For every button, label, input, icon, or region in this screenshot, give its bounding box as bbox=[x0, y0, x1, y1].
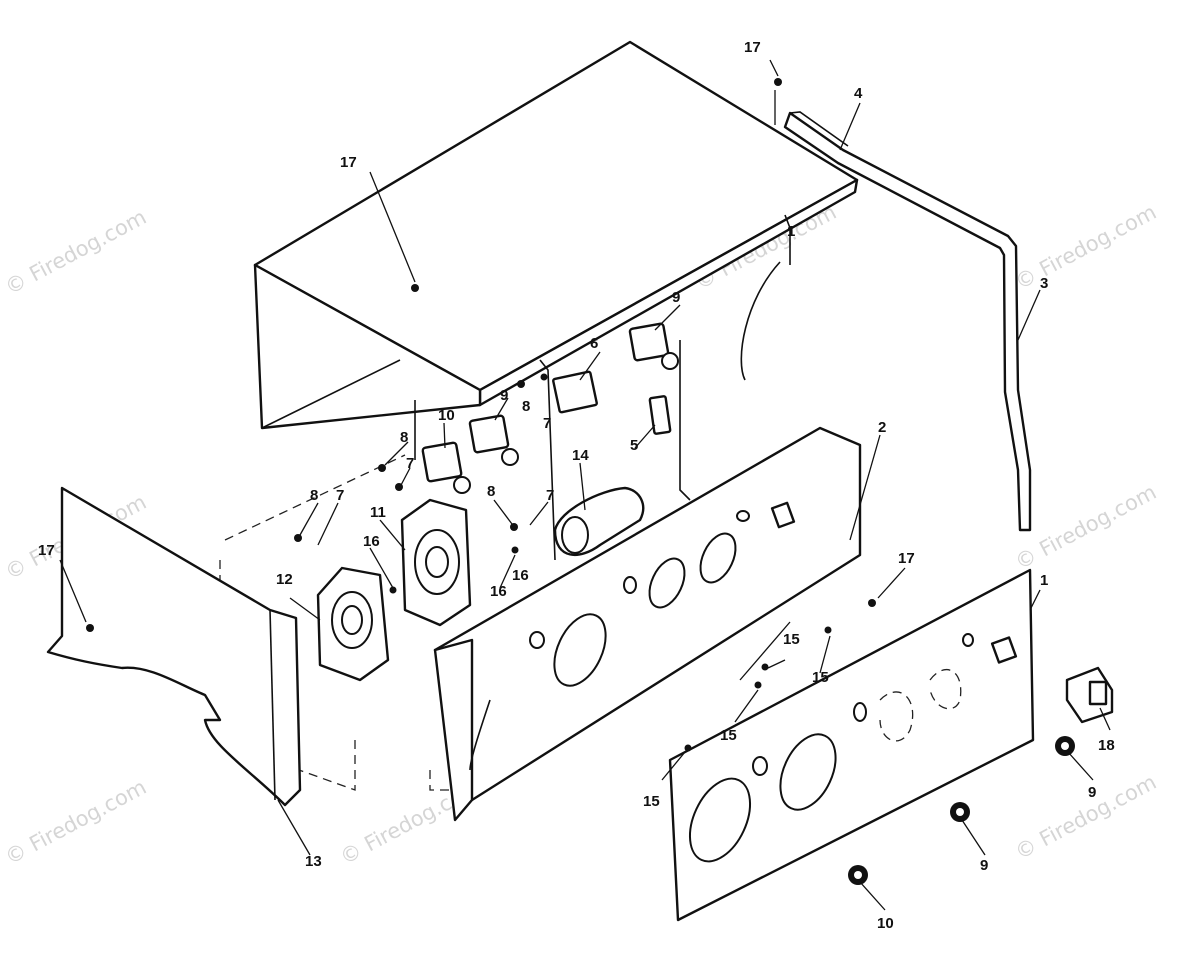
watermark-text: © Firedog.com bbox=[1, 775, 150, 870]
callout-label: 8 bbox=[487, 483, 495, 500]
callout-label: 4 bbox=[854, 85, 863, 102]
callout-label: 9 bbox=[980, 857, 988, 874]
callout-label: 7 bbox=[336, 487, 344, 504]
watermark-text: © Firedog.com bbox=[1, 205, 150, 300]
callout-label: 11 bbox=[370, 504, 386, 521]
callout-label: 8 bbox=[522, 398, 530, 415]
callout-label: 16 bbox=[512, 567, 529, 584]
callout-label: 10 bbox=[438, 407, 455, 424]
callout-label: 17 bbox=[898, 550, 915, 567]
callout-label: 14 bbox=[572, 447, 589, 464]
front-frame-panel bbox=[433, 426, 862, 822]
callout-label: 15 bbox=[643, 793, 660, 810]
left-side-panel bbox=[46, 486, 302, 807]
callout-label: 6 bbox=[590, 335, 598, 352]
watermark-text: © Firedog.com bbox=[1011, 480, 1160, 575]
callout-label: 15 bbox=[812, 669, 829, 686]
callout-label: 15 bbox=[720, 727, 737, 744]
callout-label: 8 bbox=[310, 487, 318, 504]
callout-label: 2 bbox=[878, 419, 886, 436]
callout-label: 1 bbox=[1040, 572, 1048, 589]
callout-label: 7 bbox=[543, 415, 551, 432]
callout-label: 5 bbox=[630, 437, 638, 454]
callout-label: 9 bbox=[1088, 784, 1096, 801]
callout-label: 18 bbox=[1098, 737, 1115, 754]
callout-label: 13 bbox=[305, 853, 322, 870]
fasteners bbox=[86, 78, 876, 752]
watermark-text: © Firedog.com bbox=[1011, 200, 1160, 295]
callout-label: 7 bbox=[546, 487, 554, 504]
callout-label: 17 bbox=[744, 39, 761, 56]
electrical-components bbox=[316, 322, 1114, 885]
callout-label: 8 bbox=[400, 429, 408, 446]
top-cover bbox=[253, 40, 859, 430]
callout-label: 15 bbox=[783, 631, 800, 648]
callout-label: 1 bbox=[787, 223, 795, 240]
watermark-text: © Firedog.com bbox=[1011, 770, 1160, 865]
callout-labels: 17 4 17 1 3 9 6 9 8 7 10 8 7 5 14 2 8 7 … bbox=[38, 39, 1115, 932]
callout-label: 3 bbox=[1040, 275, 1048, 292]
callout-label: 7 bbox=[406, 455, 414, 472]
callout-label: 17 bbox=[340, 154, 357, 171]
callout-label: 12 bbox=[276, 571, 293, 588]
carry-handle bbox=[783, 111, 1032, 532]
callout-label: 9 bbox=[500, 387, 508, 404]
front-face-plate bbox=[668, 568, 1035, 922]
callout-label: 16 bbox=[490, 583, 507, 600]
callout-label: 16 bbox=[363, 533, 380, 550]
callout-label: 10 bbox=[877, 915, 894, 932]
callout-label: 9 bbox=[672, 289, 680, 306]
leader-lines bbox=[59, 59, 1111, 911]
callout-label: 17 bbox=[38, 542, 55, 559]
